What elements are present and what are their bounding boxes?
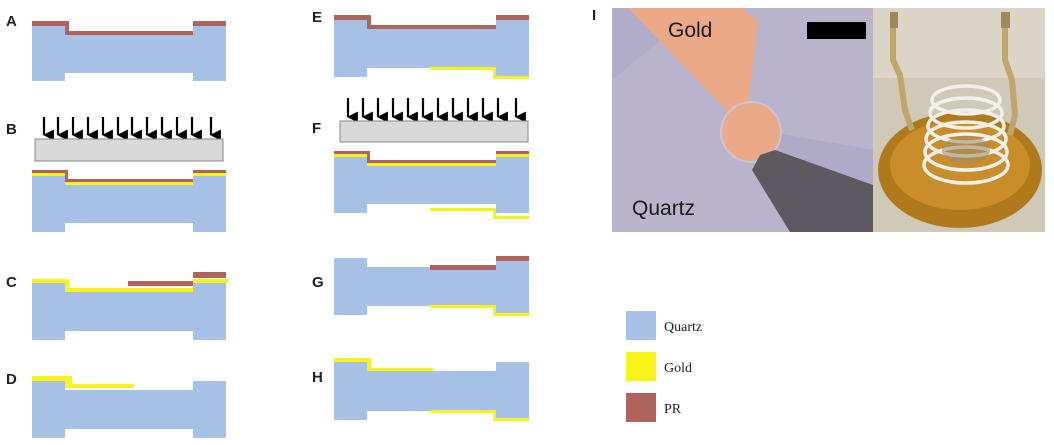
- legend-label-gold: Gold: [664, 361, 692, 376]
- legend-swatch-gold: [626, 352, 656, 381]
- panel-label-e: E: [312, 9, 322, 26]
- photoresist-layer: [128, 272, 226, 286]
- photoresist-layer: [32, 170, 226, 182]
- gold-label: Gold: [668, 19, 712, 42]
- left-clip-wire: [890, 20, 915, 131]
- quartz-substrate: [334, 258, 529, 315]
- panel-label-c: C: [6, 274, 17, 291]
- gold-lead: [628, 8, 758, 112]
- photomask: [34, 138, 224, 162]
- legend-label-pr: PR: [664, 402, 682, 417]
- legend-label-quartz: Quartz: [664, 320, 702, 335]
- quartz-substrate: [334, 19, 529, 77]
- legend: Quartz Gold PR: [626, 311, 702, 422]
- gold-layer: [32, 376, 134, 388]
- panel-label-a: A: [6, 13, 17, 30]
- step-g-diagram: G: [312, 256, 529, 316]
- step-e-diagram: E: [312, 9, 529, 79]
- quartz-substrate: [32, 381, 226, 438]
- photoresist-layer: [430, 256, 529, 270]
- uv-exposure-arrows: [42, 117, 221, 141]
- photoresist-layer: [32, 21, 226, 35]
- step-h-diagram: H: [312, 358, 529, 421]
- gold-layer: [334, 358, 433, 371]
- photomask: [339, 120, 529, 143]
- uv-exposure-arrows: [346, 98, 526, 123]
- quartz-substrate: [32, 174, 226, 232]
- step-b-diagram: B: [6, 117, 226, 232]
- photo-panel: I Gold Quartz: [592, 7, 1045, 232]
- panel-label-h: H: [312, 369, 323, 386]
- device-photo: [873, 8, 1045, 232]
- photoresist-layer: [334, 15, 529, 29]
- legend-swatch-quartz: [626, 311, 656, 340]
- bottom-gold-layer: [430, 67, 529, 79]
- bottom-gold-layer: [430, 410, 529, 421]
- gold-layer: [32, 279, 228, 292]
- bottom-gold-layer: [430, 208, 529, 219]
- right-clip-wire: [1002, 20, 1019, 136]
- step-a-diagram: A: [6, 13, 226, 81]
- panel-label-i: I: [592, 7, 596, 24]
- microscope-image: Gold Quartz: [612, 8, 873, 232]
- photoresist-layer: [334, 151, 529, 163]
- quartz-substrate: [32, 25, 226, 81]
- quartz-substrate: [32, 283, 226, 340]
- gold-electrode: [720, 101, 782, 163]
- panel-label-f: F: [312, 120, 321, 137]
- quartz-substrate: [334, 155, 529, 213]
- bottom-gold-layer: [430, 305, 529, 316]
- panel-label-b: B: [6, 121, 17, 138]
- legend-swatch-pr: [626, 393, 656, 422]
- panel-label-d: D: [6, 371, 17, 388]
- quartz-label: Quartz: [632, 197, 695, 220]
- quartz-substrate: [334, 362, 529, 420]
- step-d-diagram: D: [6, 371, 226, 438]
- step-c-diagram: C: [6, 272, 228, 340]
- panel-label-g: G: [312, 274, 324, 291]
- scale-bar: [807, 22, 866, 39]
- step-f-diagram: F: [312, 98, 529, 219]
- dark-lead: [752, 150, 873, 232]
